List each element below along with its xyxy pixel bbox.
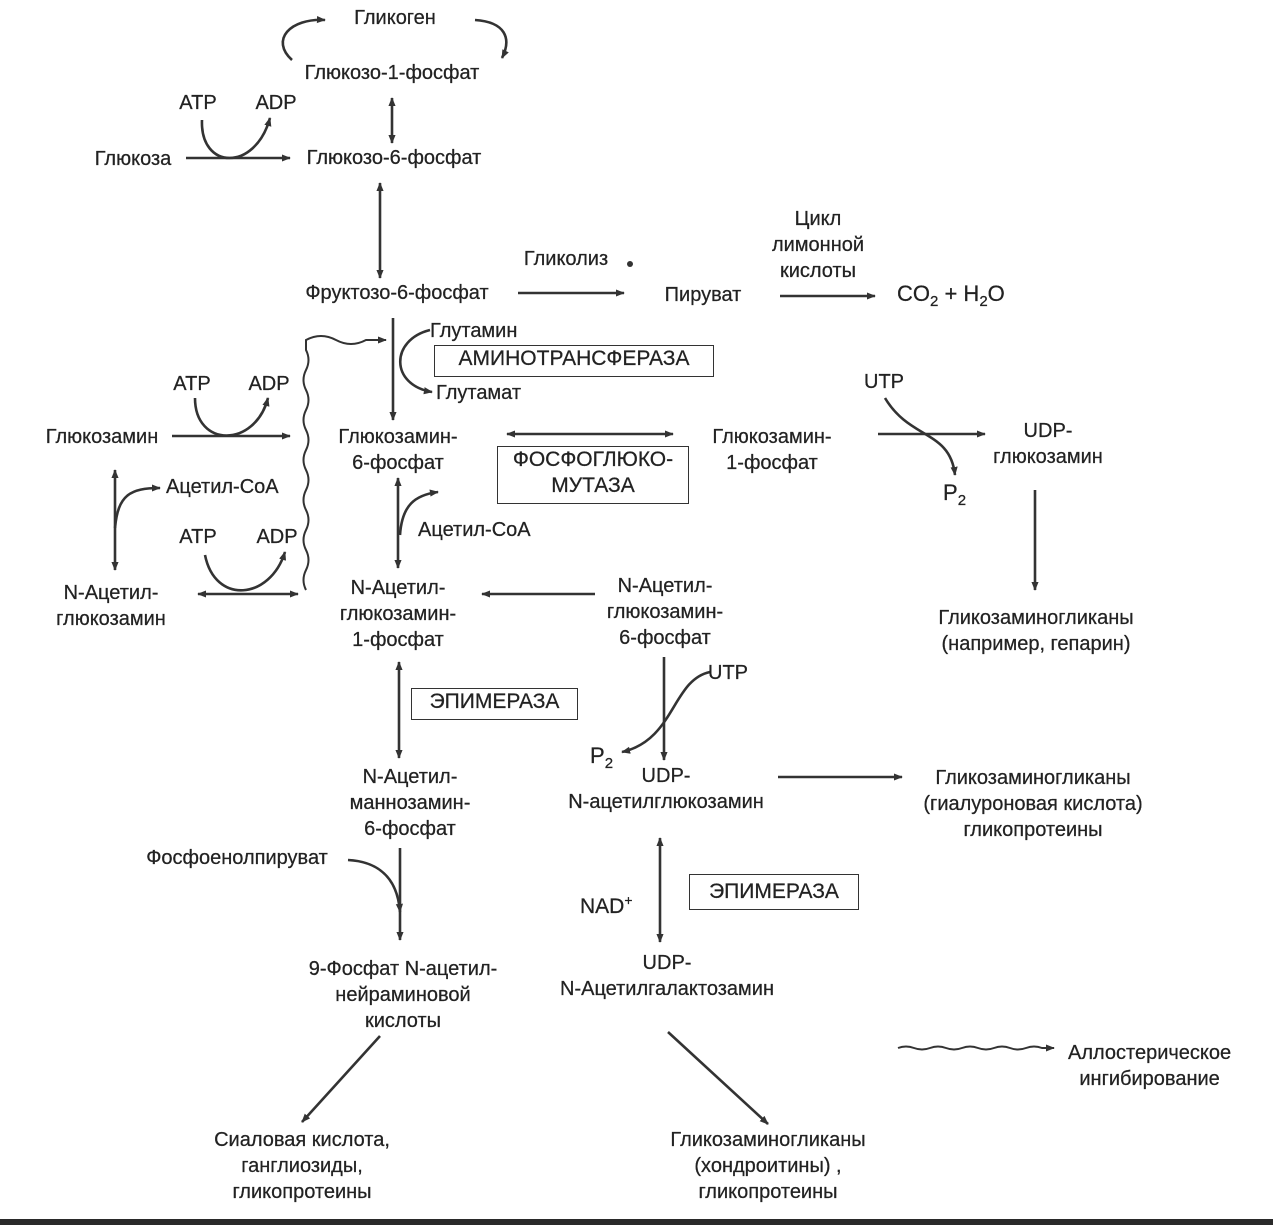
node-utp-2: UTP xyxy=(708,662,748,684)
bottom-border xyxy=(0,1219,1273,1225)
arrow-glycogen-to-g1p xyxy=(474,18,509,59)
arrow-atp-adp-2 xyxy=(193,397,270,437)
legend-wavy-arrow xyxy=(897,1044,1055,1052)
legend-label: Аллостерическое ингибирование xyxy=(1068,1042,1232,1090)
arrow-neuac9p-to-sialic xyxy=(301,1035,381,1123)
arrow-utp2-to-p2 xyxy=(621,670,711,754)
node-fructose-6-phosphate: Фруктозо-6-фосфат xyxy=(305,282,489,304)
node-glucosamine: Глюкозамин xyxy=(45,426,159,448)
glycolysis-dot xyxy=(627,261,633,267)
node-glycolysis: Гликолиз xyxy=(523,248,609,270)
node-citric-acid-cycle: Цикл лимонной кислоты xyxy=(771,208,865,282)
node-pyrophosphate-1: P2 xyxy=(943,480,967,509)
arrow-atp-adp-1 xyxy=(200,117,272,160)
node-n-acetylglucosamine-1-phosphate: N-Ацетил- глюкозамин- 1-фосфат xyxy=(339,577,457,651)
enzyme-aminotransferase: АМИНОТРАНСФЕРАЗА xyxy=(434,345,714,377)
node-utp-1: UTP xyxy=(864,371,904,393)
arrow-atp-adp-3 xyxy=(203,551,287,592)
node-udp-n-acetylglucosamine: UDP- N-ацетилглюкозамин xyxy=(568,765,764,813)
node-udp-n-acetylgalactosamine: UDP- N-Ацетилгалактозамин xyxy=(560,952,774,1000)
node-n-acetylglucosamine-6-phosphate: N-Ацетил- глюкозамин- 6-фосфат xyxy=(606,575,724,649)
node-glucosamine-6-phosphate: Глюкозамин- 6-фосфат xyxy=(338,426,458,474)
node-atp-2: ATP xyxy=(173,373,211,395)
node-glutamine: Глутамин xyxy=(430,320,518,342)
arrow-pep xyxy=(347,858,403,913)
node-adp-2: ADP xyxy=(248,373,290,395)
arrow-utp-to-p2 xyxy=(883,397,958,476)
enzyme-epimerase-1: ЭПИМЕРАЗА xyxy=(411,688,578,720)
node-adp-3: ADP xyxy=(256,526,298,548)
arrow-acetylcoa-1 xyxy=(113,484,161,529)
node-n-acetylmannosamine-6-phosphate: N-Ацетил- маннозамин- 6-фосфат xyxy=(349,766,471,840)
node-co2-h2o: CO2 + H2O xyxy=(897,281,1005,310)
enzyme-phosphoglucomutase: ФОСФОГЛЮКО- МУТАЗА xyxy=(497,446,689,504)
node-gag-heparin: Гликозаминогликаны (например, гепарин) xyxy=(938,607,1134,655)
node-acetyl-coa-2: Ацетил-CoA xyxy=(418,519,531,541)
arrow-glutamine-glutamate xyxy=(398,328,433,395)
node-gag-hyaluronic: Гликозаминогликаны (гиалуроновая кислота… xyxy=(923,767,1143,841)
node-glucosamine-1-phosphate: Глюкозамин- 1-фосфат xyxy=(712,426,832,474)
node-gag-chondroitin: Гликозаминогликаны (хондроитины) , глико… xyxy=(670,1129,866,1203)
node-glucose: Глюкоза xyxy=(94,148,172,170)
node-atp-1: ATP xyxy=(179,92,217,114)
arrow-g1p-to-glycogen xyxy=(281,15,326,61)
node-adp-1: ADP xyxy=(255,92,297,114)
node-neuac-9-phosphate: 9-Фосфат N-ацетил- нейраминовой кислоты xyxy=(308,958,498,1032)
node-acetyl-coa-1: Ацетил-CoA xyxy=(166,476,279,498)
wavy-inhibition xyxy=(302,335,387,591)
node-glucose-6-phosphate: Глюкозо-6-фосфат xyxy=(306,147,482,169)
node-nad-plus: NAD+ xyxy=(580,892,633,918)
node-pyrophosphate-2: P2 xyxy=(590,743,614,772)
node-glycogen: Гликоген xyxy=(354,7,436,29)
node-glucose-1-phosphate: Глюкозо-1-фосфат xyxy=(304,62,480,84)
node-sialic-acid: Сиаловая кислота, ганглиозиды, гликопрот… xyxy=(214,1129,390,1203)
node-udp-glucosamine: UDP- глюкозамин xyxy=(993,420,1103,468)
node-glutamate: Глутамат xyxy=(436,382,522,404)
node-n-acetylglucosamine: N-Ацетил- глюкозамин xyxy=(56,582,166,630)
arrow-acetylcoa-2 xyxy=(398,489,439,536)
node-atp-3: ATP xyxy=(179,526,217,548)
arrow-udpgalnac-to-chondroitin xyxy=(667,1031,769,1125)
enzyme-epimerase-2: ЭПИМЕРАЗА xyxy=(689,874,859,910)
node-phosphoenolpyruvate: Фосфоенолпируват xyxy=(146,847,328,869)
node-pyruvate: Пируват xyxy=(664,284,742,306)
